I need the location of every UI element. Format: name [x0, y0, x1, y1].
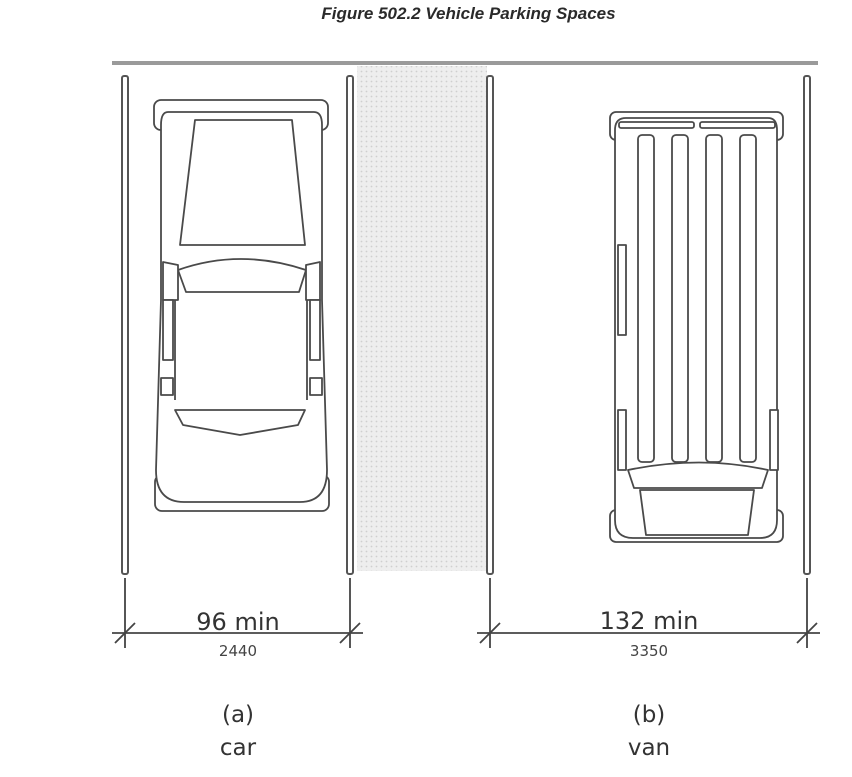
- access-aisle: [357, 66, 487, 571]
- car-figure-letter: (a): [222, 702, 254, 728]
- van-width-metric: 3350: [630, 642, 668, 660]
- car-illustration: [153, 99, 330, 512]
- van-space-right-line: [803, 75, 811, 575]
- figure-title: Figure 502.2 Vehicle Parking Spaces: [321, 4, 616, 23]
- car-space-left-line: [121, 75, 129, 575]
- van-illustration: [609, 111, 784, 543]
- car-dimension-line: [112, 578, 363, 648]
- car-width-metric: 2440: [219, 642, 257, 660]
- van-figure-letter: (b): [633, 702, 666, 728]
- van-caption: van: [628, 735, 670, 761]
- car-width-imperial: 96 min: [196, 608, 279, 636]
- car-caption: car: [220, 735, 257, 761]
- van-space-left-line: [486, 75, 494, 575]
- car-space-right-line: [346, 75, 354, 575]
- van-width-imperial: 132 min: [600, 607, 699, 635]
- van-dimension-line: [477, 578, 820, 648]
